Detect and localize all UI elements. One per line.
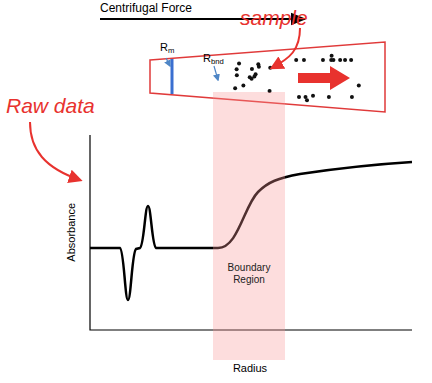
- particle-dot: [321, 58, 325, 62]
- force-label: Centrifugal Force: [100, 2, 192, 16]
- particle-dot: [297, 95, 301, 99]
- leader-arrow: [272, 28, 300, 68]
- particle-dot: [233, 86, 237, 90]
- particle-dot: [250, 67, 254, 71]
- particle-dot: [350, 95, 354, 99]
- particle-dot: [331, 58, 335, 62]
- particle-dot: [241, 83, 245, 87]
- particle-dot: [338, 58, 342, 62]
- axis-label: Radius: [233, 362, 267, 375]
- leader-arrow: [30, 122, 80, 180]
- boundary-band: Boundary Region: [213, 92, 285, 360]
- particle-dot: [235, 67, 239, 71]
- particle-dot: [357, 84, 361, 88]
- meniscus-line: [171, 59, 174, 94]
- particle-dot: [248, 75, 252, 79]
- particle-dot: [343, 58, 347, 62]
- annotation: sample: [240, 6, 308, 30]
- annotation: Raw data: [6, 94, 95, 118]
- particle-dot: [268, 66, 272, 70]
- particle-dot: [302, 58, 306, 62]
- leader-line: [214, 66, 218, 80]
- particle-dot: [304, 95, 308, 99]
- particle-dot: [330, 54, 334, 58]
- boundary-label: Rbnd: [203, 52, 224, 67]
- particle-dot: [294, 58, 298, 62]
- particle-dot: [311, 94, 315, 98]
- particle-dot: [327, 95, 331, 99]
- sedimentation-arrow: [298, 66, 350, 90]
- particle-dot: [349, 58, 353, 62]
- particle-dot: [252, 75, 256, 79]
- axis-label: Absorbance: [65, 203, 78, 262]
- particle-dot: [235, 73, 239, 77]
- meniscus-label: Rm: [160, 41, 174, 56]
- particle-dot: [237, 62, 241, 66]
- particle-dot: [257, 65, 261, 69]
- region-label: Boundary Region: [221, 262, 277, 286]
- leader-line: [166, 58, 170, 66]
